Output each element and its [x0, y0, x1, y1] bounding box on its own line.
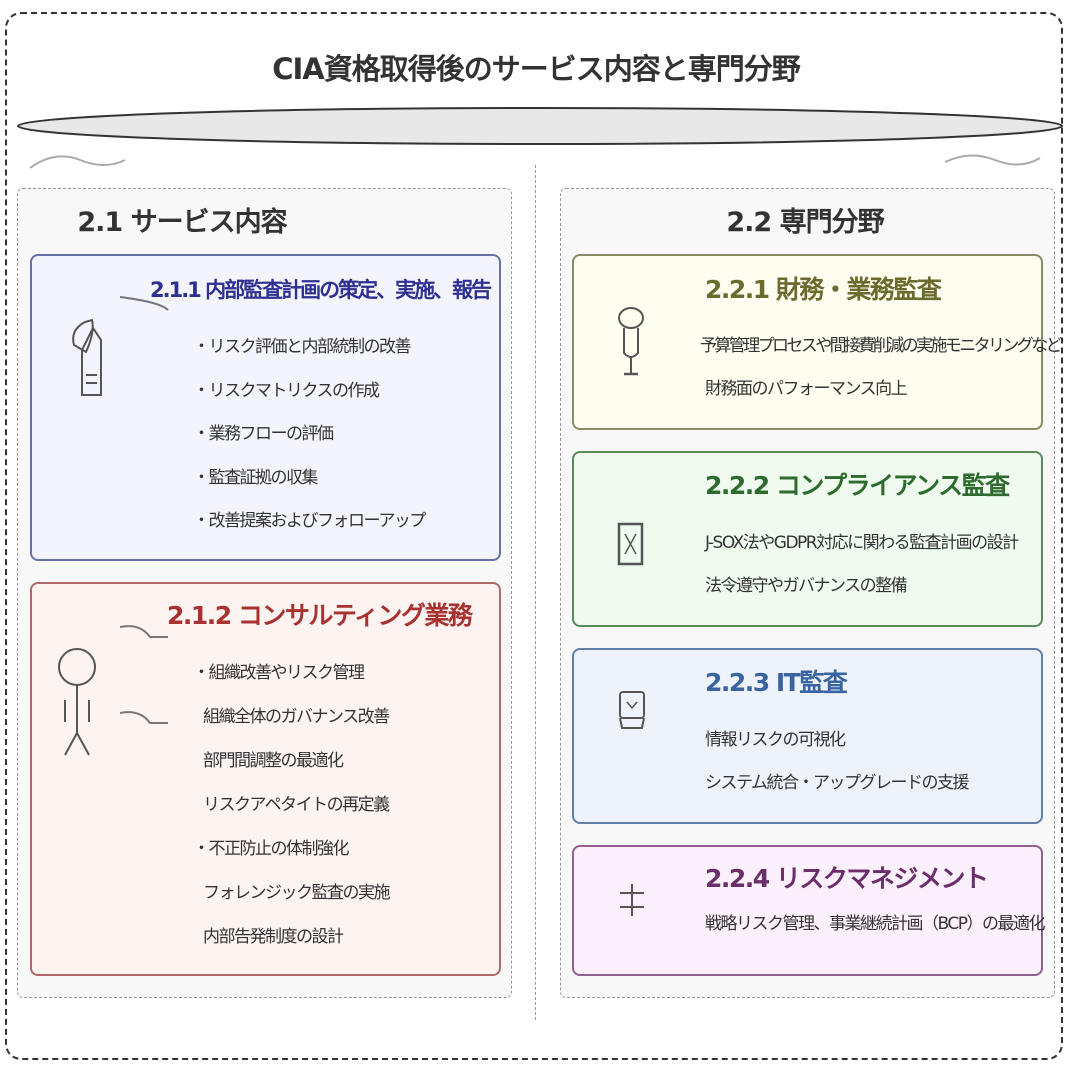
list-item: ・監査証拠の収集	[193, 467, 318, 488]
person-icon	[58, 625, 168, 756]
card-title: 2.1.1 内部監査計画の策定、実施、報告	[150, 278, 492, 302]
item-list: ・組織改善やリスク管理 組織全体のガバナンス改善 部門間調整の最適化 リスクアペ…	[193, 658, 391, 966]
list-item: 組織全体のガバナンス改善	[203, 707, 390, 727]
card-it-audit	[572, 648, 1043, 824]
card-title: 2.2.3 IT監査	[705, 668, 848, 697]
list-item: ・組織改善やリスク管理	[193, 663, 365, 683]
list-item: ・リスク評価と内部統制の改善	[193, 337, 411, 357]
card-consulting	[30, 582, 501, 976]
lamp-icon	[618, 307, 644, 376]
outer-frame	[5, 12, 1063, 1060]
card-text: 情報リスクの可視化	[705, 730, 846, 750]
list-item: 内部告発制度の設計	[203, 927, 344, 947]
item-list: ・リスク評価と内部統制の改善 ・リスクマトリクスの作成 ・業務フローの評価 ・監…	[193, 332, 426, 550]
card-compliance-audit	[572, 451, 1043, 627]
card-text: システム統合・アップグレードの支援	[705, 773, 970, 793]
card-text: 財務面のパフォーマンス向上	[705, 379, 908, 399]
card-text: 予算管理プロセスや間接費削減の実施モニタリングなど	[700, 336, 1063, 356]
list-item: 部門間調整の最適化	[203, 751, 344, 771]
list-item: ・リスクマトリクスの作成	[193, 380, 380, 401]
card-text: J-SOX法やGDPR対応に関わる監査計画の設計	[705, 533, 1019, 553]
card-financial-audit	[572, 254, 1043, 430]
title-underline-ellipse	[17, 107, 1063, 169]
panel-heading: 2.1 サービス内容	[77, 207, 287, 238]
document-icon	[72, 296, 169, 396]
card-risk-management	[572, 845, 1043, 976]
page-title: CIA資格取得後のサービス内容と専門分野	[272, 52, 801, 86]
panel-heading: 2.2 専門分野	[726, 207, 884, 238]
list-item: ・不正防止の体制強化	[193, 839, 350, 859]
scale-icon	[620, 884, 644, 916]
list-item: ・改善提案およびフォローアップ	[193, 511, 426, 531]
x-box-icon	[617, 522, 644, 566]
list-item: フォレンジック監査の実施	[203, 883, 391, 903]
card-internal-audit	[30, 254, 501, 561]
divider	[535, 165, 536, 1020]
card-title: 2.2.2 コンプライアンス監査	[705, 471, 1010, 500]
monitor-icon	[619, 691, 645, 729]
card-text: 戦略リスク管理、事業継続計画（BCP）の最適化	[705, 914, 1046, 934]
list-item: ・業務フローの評価	[193, 424, 334, 444]
card-title: 2.2.1 財務・業務監査	[705, 275, 942, 304]
card-title: 2.1.2 コンサルティング業務	[167, 601, 473, 630]
card-text: 法令遵守やガバナンスの整備	[705, 576, 908, 596]
list-item: リスクアペタイトの再定義	[203, 795, 390, 815]
card-title: 2.2.4 リスクマネジメント	[705, 864, 989, 893]
